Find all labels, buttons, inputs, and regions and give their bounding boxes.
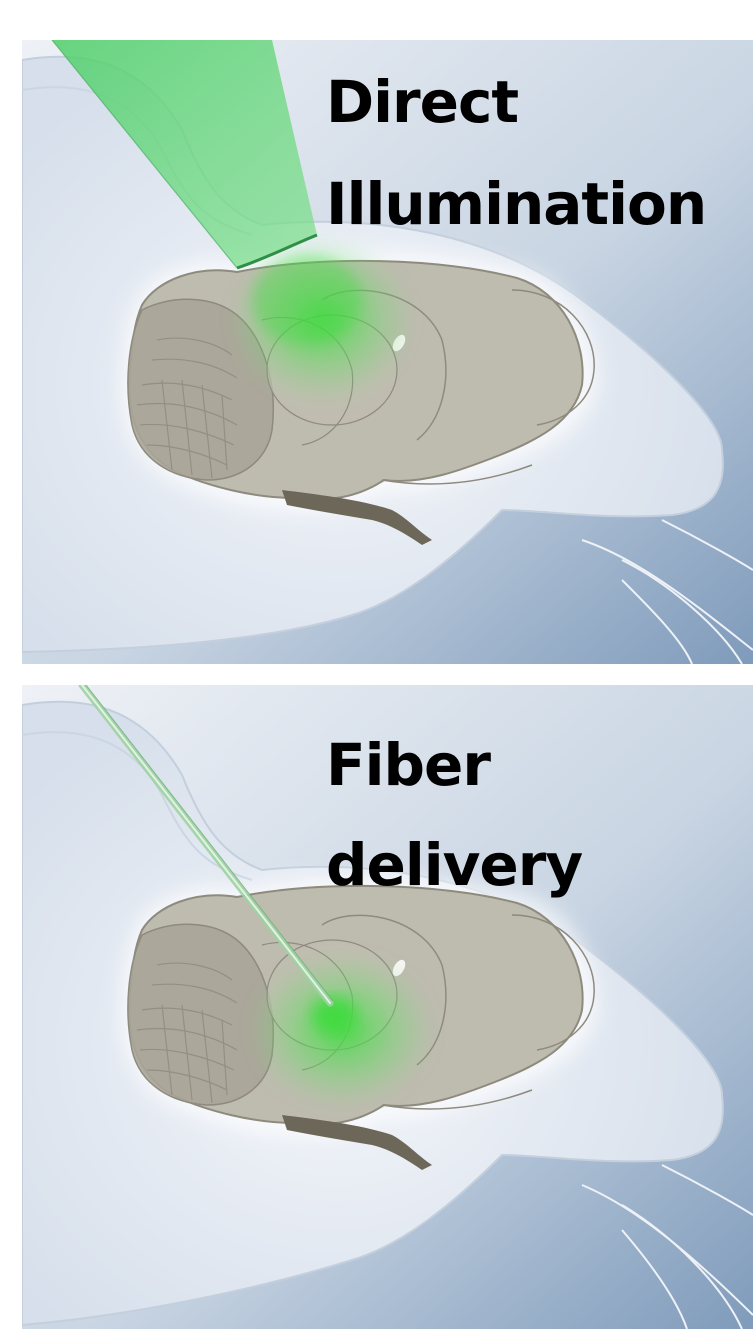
fiber-delivery-panel: Fiber delivery bbox=[22, 685, 753, 1329]
light-spot-core bbox=[312, 997, 356, 1033]
panel-title-line-1: Direct bbox=[326, 68, 518, 136]
panel-title-line-2: delivery bbox=[326, 831, 582, 899]
panel-title-line-2: Illumination bbox=[326, 170, 706, 238]
direct-illumination-panel: Direct Illumination bbox=[22, 40, 753, 664]
light-spot-core bbox=[252, 255, 362, 345]
panel-title-line-1: Fiber bbox=[326, 731, 490, 799]
